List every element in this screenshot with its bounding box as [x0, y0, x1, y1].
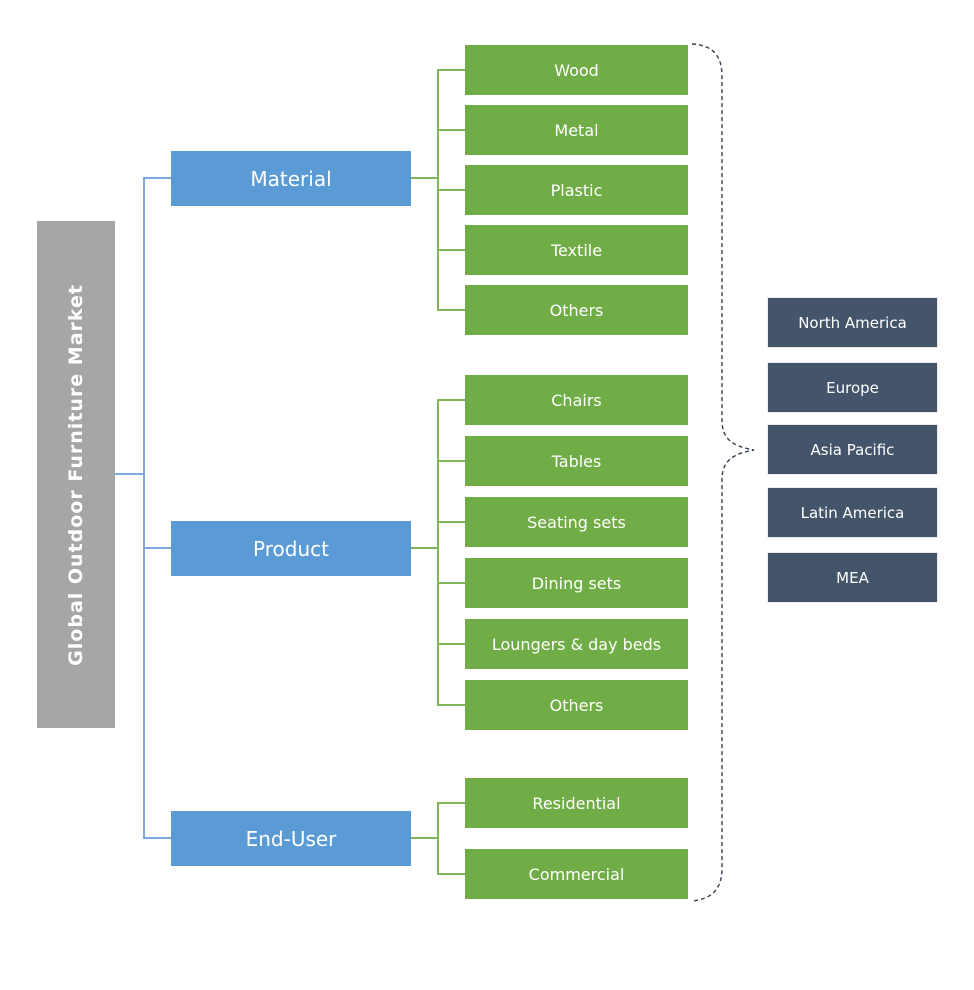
leaf-label: Chairs [551, 390, 602, 410]
region-box-mea: MEA [767, 552, 938, 603]
region-box-asia-pacific: Asia Pacific [767, 424, 938, 475]
region-box-north-america: North America [767, 297, 938, 348]
connector-end-user-leaf-1 [439, 802, 465, 804]
connector-product-vertical [437, 399, 439, 706]
region-box-latin-america: Latin America [767, 487, 938, 538]
connector-material-leaf-3 [439, 189, 465, 191]
leaf-label: Dining sets [531, 573, 622, 593]
connector-root-vertical [143, 177, 145, 839]
leaf-label: Loungers & day beds [491, 634, 662, 654]
connector-material-vertical [437, 69, 439, 311]
leaf-box-residential: Residential [465, 778, 688, 828]
root-node: Global Outdoor Furniture Market [37, 221, 115, 728]
connector-product-leaf-3 [439, 521, 465, 523]
region-label: Asia Pacific [810, 440, 895, 459]
category-label: Product [253, 536, 329, 561]
connector-end-user-vertical [437, 802, 439, 875]
leaf-label: Commercial [528, 864, 625, 884]
leaf-box-textile: Textile [465, 225, 688, 275]
region-label: Latin America [800, 503, 905, 522]
category-box-material: Material [171, 151, 411, 206]
leaf-label: Tables [551, 451, 602, 471]
connector-product-leaf-2 [439, 460, 465, 462]
leaf-label: Others [549, 300, 604, 320]
connector-material-leaf-4 [439, 249, 465, 251]
category-box-end-user: End-User [171, 811, 411, 866]
leaf-box-material-others: Others [465, 285, 688, 335]
leaf-label: Plastic [550, 180, 603, 200]
connector-material-out [411, 177, 439, 179]
leaf-label: Metal [554, 120, 599, 140]
region-box-europe: Europe [767, 362, 938, 413]
leaf-label: Seating sets [527, 512, 626, 532]
leaf-label: Residential [532, 793, 621, 813]
leaf-box-tables: Tables [465, 436, 688, 486]
leaf-box-seating-sets: Seating sets [465, 497, 688, 547]
leaf-box-plastic: Plastic [465, 165, 688, 215]
leaf-box-dining-sets: Dining sets [465, 558, 688, 608]
category-label: End-User [245, 826, 337, 851]
connector-product-leaf-5 [439, 643, 465, 645]
leaf-box-loungers-day-beds: Loungers & day beds [465, 619, 688, 669]
category-box-product: Product [171, 521, 411, 576]
connector-stub-product [145, 547, 171, 549]
connector-product-leaf-6 [439, 704, 465, 706]
leaf-box-wood: Wood [465, 45, 688, 95]
leaf-box-metal: Metal [465, 105, 688, 155]
connector-end-user-out [411, 837, 439, 839]
region-label: North America [798, 313, 907, 332]
connector-material-leaf-5 [439, 309, 465, 311]
connector-stub-end-user [145, 837, 171, 839]
connector-end-user-leaf-2 [439, 873, 465, 875]
leaf-label: Others [549, 695, 604, 715]
connector-product-out [411, 547, 439, 549]
connector-product-leaf-4 [439, 582, 465, 584]
root-label: Global Outdoor Furniture Market [65, 283, 87, 666]
leaf-label: Textile [550, 240, 603, 260]
curly-brace-path [691, 43, 755, 902]
leaf-box-chairs: Chairs [465, 375, 688, 425]
connector-stub-material [145, 177, 171, 179]
category-label: Material [250, 166, 332, 191]
leaf-box-product-others: Others [465, 680, 688, 730]
connector-product-leaf-1 [439, 399, 465, 401]
connector-material-leaf-1 [439, 69, 465, 71]
leaf-label: Wood [554, 60, 599, 80]
region-label: Europe [826, 378, 879, 397]
region-label: MEA [836, 568, 869, 587]
connector-root-trunk [115, 473, 144, 475]
connector-material-leaf-2 [439, 129, 465, 131]
leaf-box-commercial: Commercial [465, 849, 688, 899]
